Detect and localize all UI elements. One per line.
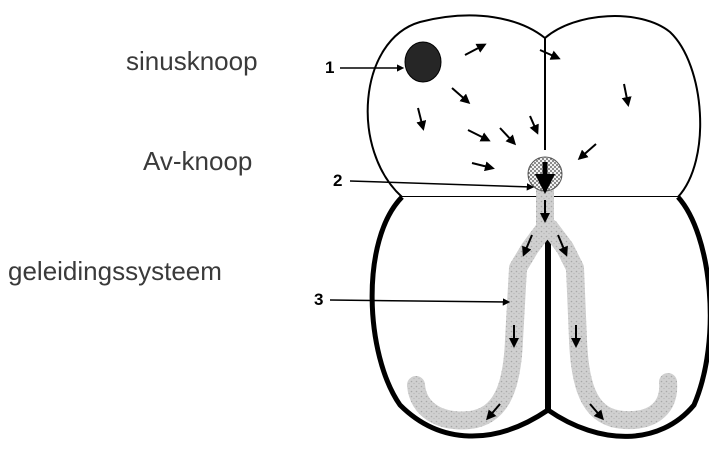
heart-illustration: [0, 0, 709, 457]
heart-conduction-diagram: sinusknoop Av-knoop geleidingssysteem 1 …: [0, 0, 709, 457]
